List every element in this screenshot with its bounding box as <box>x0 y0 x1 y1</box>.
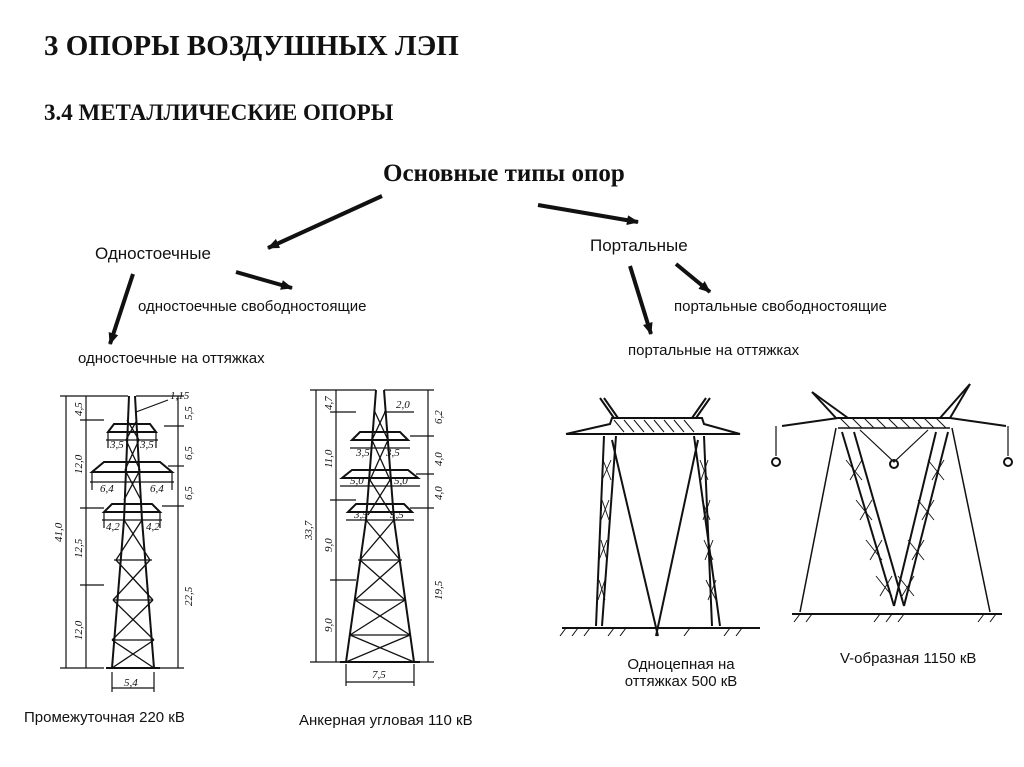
dim-220-right-4: 22,5 <box>183 586 195 606</box>
dim-220-left-2: 12,0 <box>73 454 85 474</box>
dim-110-left-2: 11,0 <box>323 449 335 468</box>
dim-110-top: 2,0 <box>396 399 410 411</box>
tower-caption-110: Анкерная угловая 110 кВ <box>299 712 473 729</box>
tower-caption-500-line1: Одноцепная на <box>627 656 735 673</box>
dim-220-arm-2l: 6,4 <box>100 483 114 495</box>
dim-220-right-1: 5,5 <box>183 406 195 420</box>
dim-220-arm-1r: 3,5 <box>139 439 154 451</box>
dim-220-left-1: 4,5 <box>73 402 85 416</box>
dim-220-arm-2r: 6,4 <box>150 483 164 495</box>
tower-110-drawing: 2,0 3,5 3,5 5,0 5,0 3,5 3,5 7,5 4,7 11,0… <box>303 389 445 686</box>
tower-220-drawing: 1,15 3,5 3,5 6,4 6,4 4,2 4,2 5,4 4,5 12,… <box>53 390 195 692</box>
tower-caption-500-line2: оттяжках 500 кВ <box>624 673 738 690</box>
dim-110-right-1: 6,2 <box>433 410 445 424</box>
single-post-label: Одностоечные <box>95 244 211 263</box>
dim-220-right-3: 6,5 <box>183 486 195 500</box>
single-guyed-label: одностоечные на оттяжках <box>78 350 265 367</box>
arrow-portal-to-freestanding <box>674 262 712 294</box>
dim-220-arm-3l: 4,2 <box>106 521 120 533</box>
tower-1150-drawing <box>771 383 1013 623</box>
tower-caption-220: Промежуточная 220 кВ <box>24 709 185 726</box>
dim-220-left-3: 12,5 <box>73 538 85 558</box>
dim-110-arm-3r: 3,5 <box>389 509 404 521</box>
subsection-title: 3.4 МЕТАЛЛИЧЕСКИЕ ОПОРЫ <box>44 100 394 125</box>
arrow-portal-to-guyed <box>628 265 653 335</box>
portal-freestanding-label: портальные свободностоящие <box>674 298 888 315</box>
dim-110-arm-1r: 3,5 <box>385 447 400 459</box>
tower-caption-1150: V-образная 1150 кВ <box>840 650 977 667</box>
section-title: 3 ОПОРЫ ВОЗДУШНЫХ ЛЭП <box>44 30 459 62</box>
dim-110-left-1: 4,7 <box>323 396 335 410</box>
dim-220-base: 5,4 <box>124 677 138 689</box>
dim-220-arm-1l: 3,5 <box>109 439 124 451</box>
dim-220-left-total: 41,0 <box>53 522 65 542</box>
dim-110-left-total: 33,7 <box>303 520 315 541</box>
arrow-root-to-single <box>267 194 383 250</box>
dim-110-arm-2r: 5,0 <box>394 475 408 487</box>
dim-220-left-4: 12,0 <box>73 620 85 640</box>
dim-110-arm-2l: 5,0 <box>350 475 364 487</box>
dim-110-left-4: 9,0 <box>323 618 335 632</box>
portal-guyed-label: портальные на оттяжках <box>628 342 800 359</box>
dim-220-top: 1,15 <box>170 390 190 402</box>
single-freestanding-label: одностоечные свободностоящие <box>138 298 367 315</box>
dim-110-right-3: 4,0 <box>433 486 445 500</box>
dim-110-right-4: 19,5 <box>433 580 445 600</box>
tree-root-label: Основные типы опор <box>383 160 625 187</box>
dim-110-base: 7,5 <box>372 669 386 681</box>
dim-110-arm-1l: 3,5 <box>355 447 370 459</box>
dim-220-arm-3r: 4,2 <box>146 521 160 533</box>
dim-110-arm-3l: 3,5 <box>353 509 368 521</box>
arrow-root-to-portal <box>537 203 639 226</box>
tower-500-drawing <box>559 397 760 637</box>
arrow-single-to-freestanding <box>235 270 293 290</box>
tower-caption-500: Одноцепная на оттяжках 500 кВ <box>613 656 749 690</box>
dim-110-right-2: 4,0 <box>433 452 445 466</box>
portal-label: Портальные <box>590 236 688 255</box>
dim-220-right-2: 6,5 <box>183 446 195 460</box>
tree-arrows <box>108 194 712 345</box>
arrow-single-to-guyed <box>108 273 135 345</box>
dim-110-left-3: 9,0 <box>323 538 335 552</box>
